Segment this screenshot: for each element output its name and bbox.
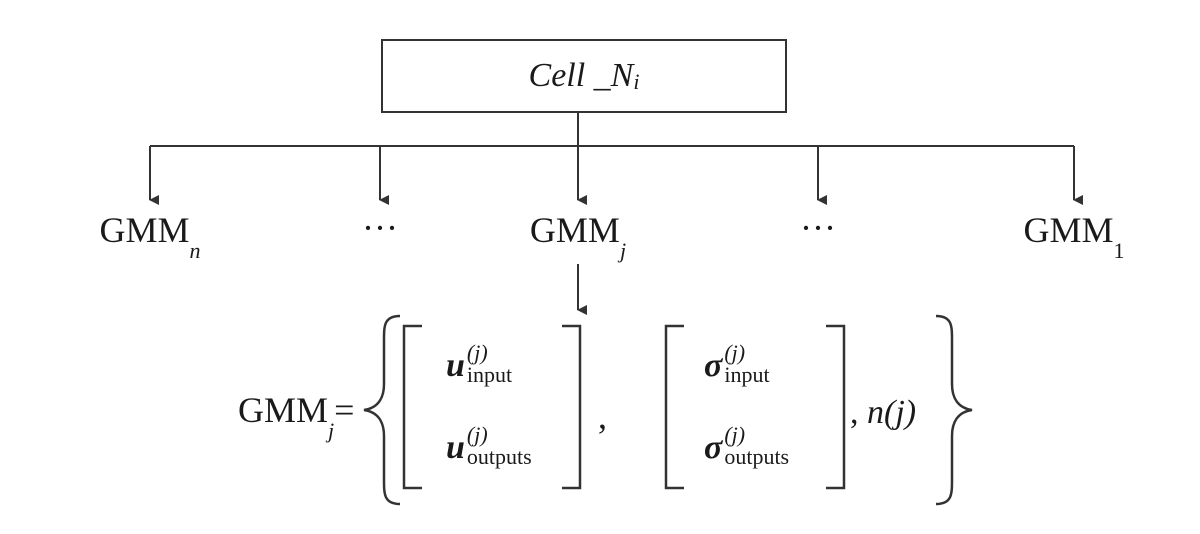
mean-vector-left-bracket [402, 324, 422, 490]
sigma-superscript: (j) [724, 340, 746, 365]
root-node-subscript: i [633, 69, 640, 94]
sigma-vector-entry-outputs: σ(j)outputs [704, 424, 790, 472]
mean-subscript: outputs [466, 444, 532, 469]
count-term-comma: , [850, 394, 859, 431]
left-curly-brace [363, 314, 401, 506]
sigma-symbol: σ [704, 346, 723, 384]
sigma-vector-left-bracket [664, 324, 684, 490]
definition-lhs-name: GMM [238, 390, 329, 430]
child-node-subscript: 1 [1113, 238, 1125, 264]
child-node-name: GMM [529, 210, 620, 250]
count-term-symbol: n [867, 394, 884, 431]
child-node-gmm-j: GMMj [529, 210, 626, 262]
definition-equals-sign: = [334, 390, 355, 430]
count-term: , n(j) [850, 396, 916, 430]
sigma-subscript: outputs [724, 444, 790, 469]
mean-vector-entry-input: u(j)input [446, 342, 513, 390]
count-term-argument: (j) [884, 394, 917, 431]
root-node-name: Cell _N [528, 57, 634, 94]
child-node-subscript: j [619, 238, 627, 264]
child-node-name: GMM [1023, 210, 1114, 250]
sigma-symbol: σ [704, 428, 723, 466]
child-node-gmm-n: GMMn [99, 210, 200, 262]
mean-symbol: u [446, 428, 465, 466]
child-node-subscript: n [189, 238, 201, 264]
child-node-ellipsis-right: ··· [800, 208, 836, 248]
definition-lhs-subscript: j [328, 418, 335, 444]
sigma-vector-right-bracket [826, 324, 846, 490]
definition-lhs: GMMj= [238, 390, 355, 442]
sigma-subscript: input [724, 362, 770, 387]
sigma-superscript: (j) [724, 422, 746, 447]
mean-symbol: u [446, 346, 465, 384]
right-curly-brace [935, 314, 973, 506]
mean-vector-right-bracket [562, 324, 582, 490]
child-node-name: GMM [99, 210, 190, 250]
child-node-ellipsis-left: ··· [362, 208, 398, 248]
root-node-box [381, 39, 787, 113]
mean-subscript: input [466, 362, 513, 387]
mean-superscript: (j) [466, 422, 488, 447]
child-node-gmm-1: GMM1 [1023, 210, 1124, 262]
mean-superscript: (j) [466, 340, 488, 365]
vector-separator-comma: , [598, 396, 607, 436]
sigma-vector-entry-input: σ(j)input [704, 342, 770, 390]
mean-vector-entry-outputs: u(j)outputs [446, 424, 532, 472]
